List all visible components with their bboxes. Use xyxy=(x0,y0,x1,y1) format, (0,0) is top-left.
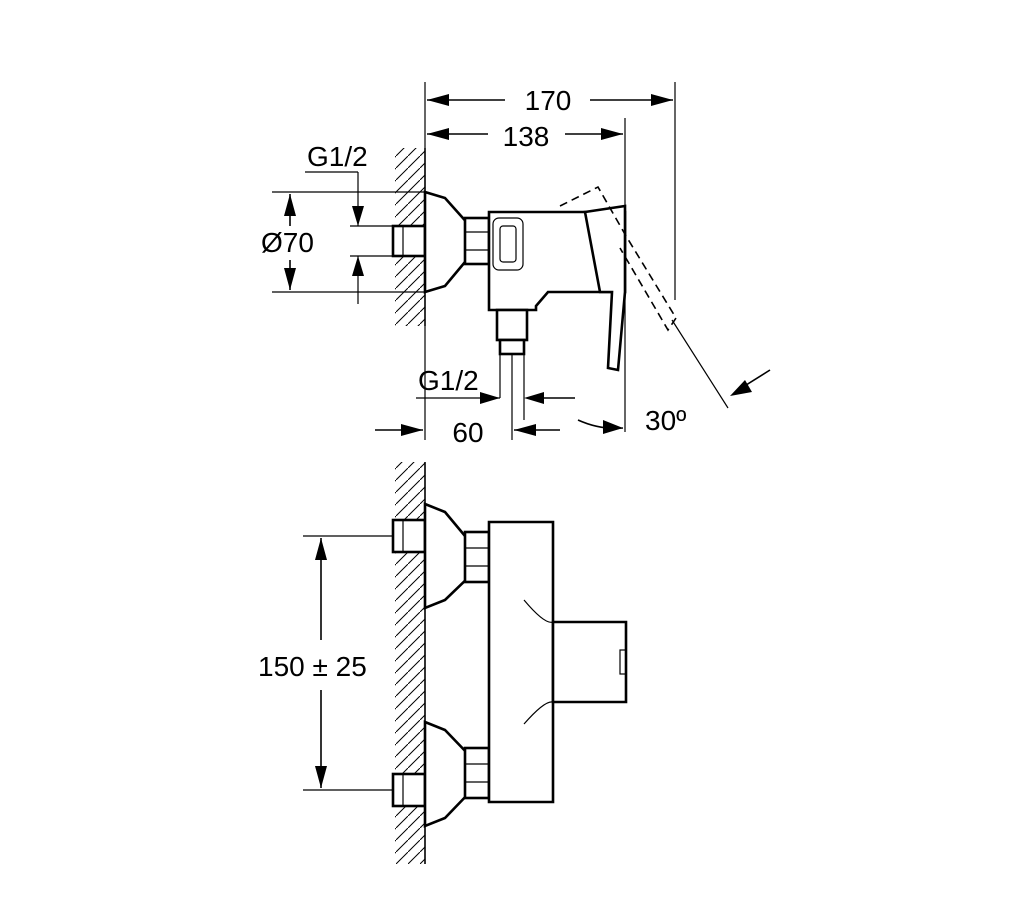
handle-end-cap xyxy=(619,649,627,675)
lower-flange xyxy=(423,720,472,828)
lower-inlet-stub xyxy=(391,772,427,808)
handle-front xyxy=(551,620,628,704)
upper-nut xyxy=(463,530,491,584)
dim-170-label: 170 xyxy=(525,85,572,116)
lower-nut xyxy=(463,746,491,800)
dim-60-label: 60 xyxy=(452,417,483,448)
front-view: 150 ± 25 xyxy=(258,462,628,864)
cartridge-cap xyxy=(492,217,524,271)
lever-rotated xyxy=(559,185,677,332)
dim-diameter-label: Ø70 xyxy=(261,227,314,258)
outlet-thread xyxy=(498,338,526,356)
dim-thread-outlet-label: G1/2 xyxy=(418,365,479,396)
flange xyxy=(423,190,472,294)
upper-inlet-stub xyxy=(391,518,427,554)
dim-138-label: 138 xyxy=(503,121,550,152)
mixer-body-front xyxy=(487,520,555,804)
upper-flange xyxy=(423,502,472,610)
inlet-stub xyxy=(391,224,427,258)
dim-spacing-label: 150 ± 25 xyxy=(258,651,367,682)
nut xyxy=(463,216,491,266)
outlet-stub xyxy=(495,308,529,342)
dim-angle-label: 30º xyxy=(645,405,686,436)
side-view: 170 138 G1/2 Ø70 G1/2 xyxy=(261,82,771,448)
dim-thread-top-label: G1/2 xyxy=(307,141,368,172)
lever xyxy=(583,204,627,372)
